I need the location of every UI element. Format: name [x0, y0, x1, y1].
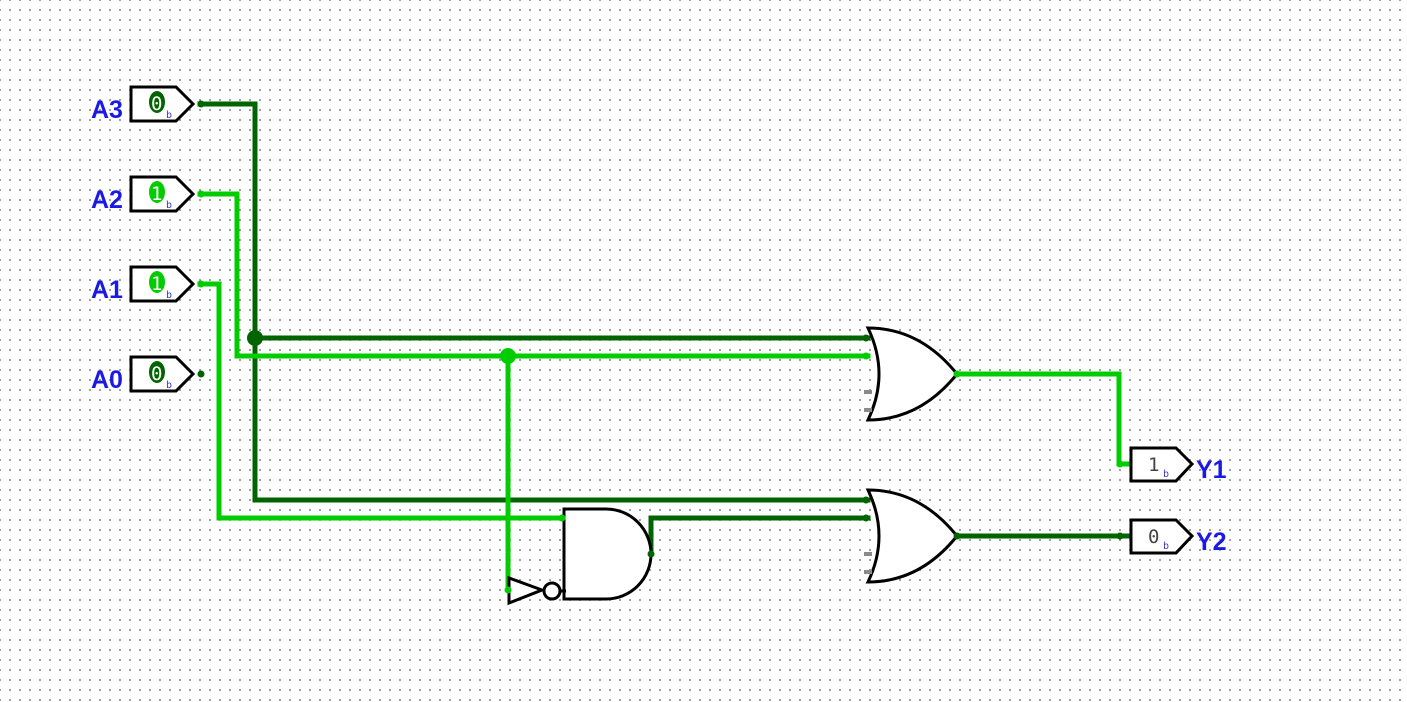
output-pin-y2[interactable]: 0 b Y2: [1116, 518, 1227, 556]
wire-a1[interactable]: [197, 281, 567, 521]
pin-base-a1: b: [166, 290, 172, 301]
pin-label-y1: Y1: [1196, 456, 1227, 484]
pin-label-a1: A1: [91, 276, 123, 304]
or-gate-y1[interactable]: [864, 326, 959, 422]
wire-or-y1-out[interactable]: [954, 371, 1134, 467]
junctions: [247, 330, 516, 364]
pin-label-a2: A2: [91, 186, 123, 214]
pin-value-a0: 0: [151, 363, 162, 385]
not-gate[interactable]: [507, 575, 562, 606]
input-pin-a3[interactable]: A3 0 b: [91, 85, 205, 124]
pin-label-y2: Y2: [1196, 528, 1227, 556]
input-pin-a1[interactable]: A1 1 b: [91, 265, 205, 304]
input-pins: A3 0 b A2 1 b A1 1 b A0: [91, 85, 205, 394]
and-gate[interactable]: [562, 507, 653, 601]
bit-indicator-a1: [149, 271, 165, 293]
gates: [507, 326, 959, 606]
bit-indicator-a0: [149, 361, 165, 383]
output-pins: 1 b Y1 0 b Y2: [1116, 446, 1227, 556]
input-pin-a0[interactable]: A0 0 b: [91, 355, 205, 394]
wire-a2[interactable]: [197, 191, 871, 359]
pin-value-y2: 0: [1148, 526, 1159, 548]
port-dots: [504, 334, 961, 594]
output-pin-y1[interactable]: 1 b Y1: [1116, 446, 1227, 484]
pin-value-a1: 1: [151, 273, 162, 295]
or-gate-y2[interactable]: [864, 488, 959, 584]
pin-label-a3: A3: [91, 96, 123, 124]
pin-value-a3: 0: [151, 93, 162, 115]
pin-base-a3: b: [166, 110, 172, 121]
junction-a2: [500, 348, 516, 364]
pin-value-a2: 1: [151, 183, 162, 205]
pin-base-a0: b: [166, 380, 172, 391]
bit-indicator-a2: [149, 181, 165, 203]
wire-a3[interactable]: [197, 101, 871, 503]
wire-and-to-or-y2[interactable]: [648, 515, 871, 557]
wires: [197, 101, 1134, 593]
pin-value-y1: 1: [1148, 454, 1159, 476]
pin-label-a0: A0: [91, 366, 123, 394]
pin-base-a2: b: [166, 200, 172, 211]
junction-a3: [247, 330, 263, 346]
bit-indicator-a3: [149, 91, 165, 113]
pin-base-y2: b: [1163, 541, 1169, 552]
pin-base-y1: b: [1163, 469, 1169, 480]
input-pin-a2[interactable]: A2 1 b: [91, 175, 205, 214]
